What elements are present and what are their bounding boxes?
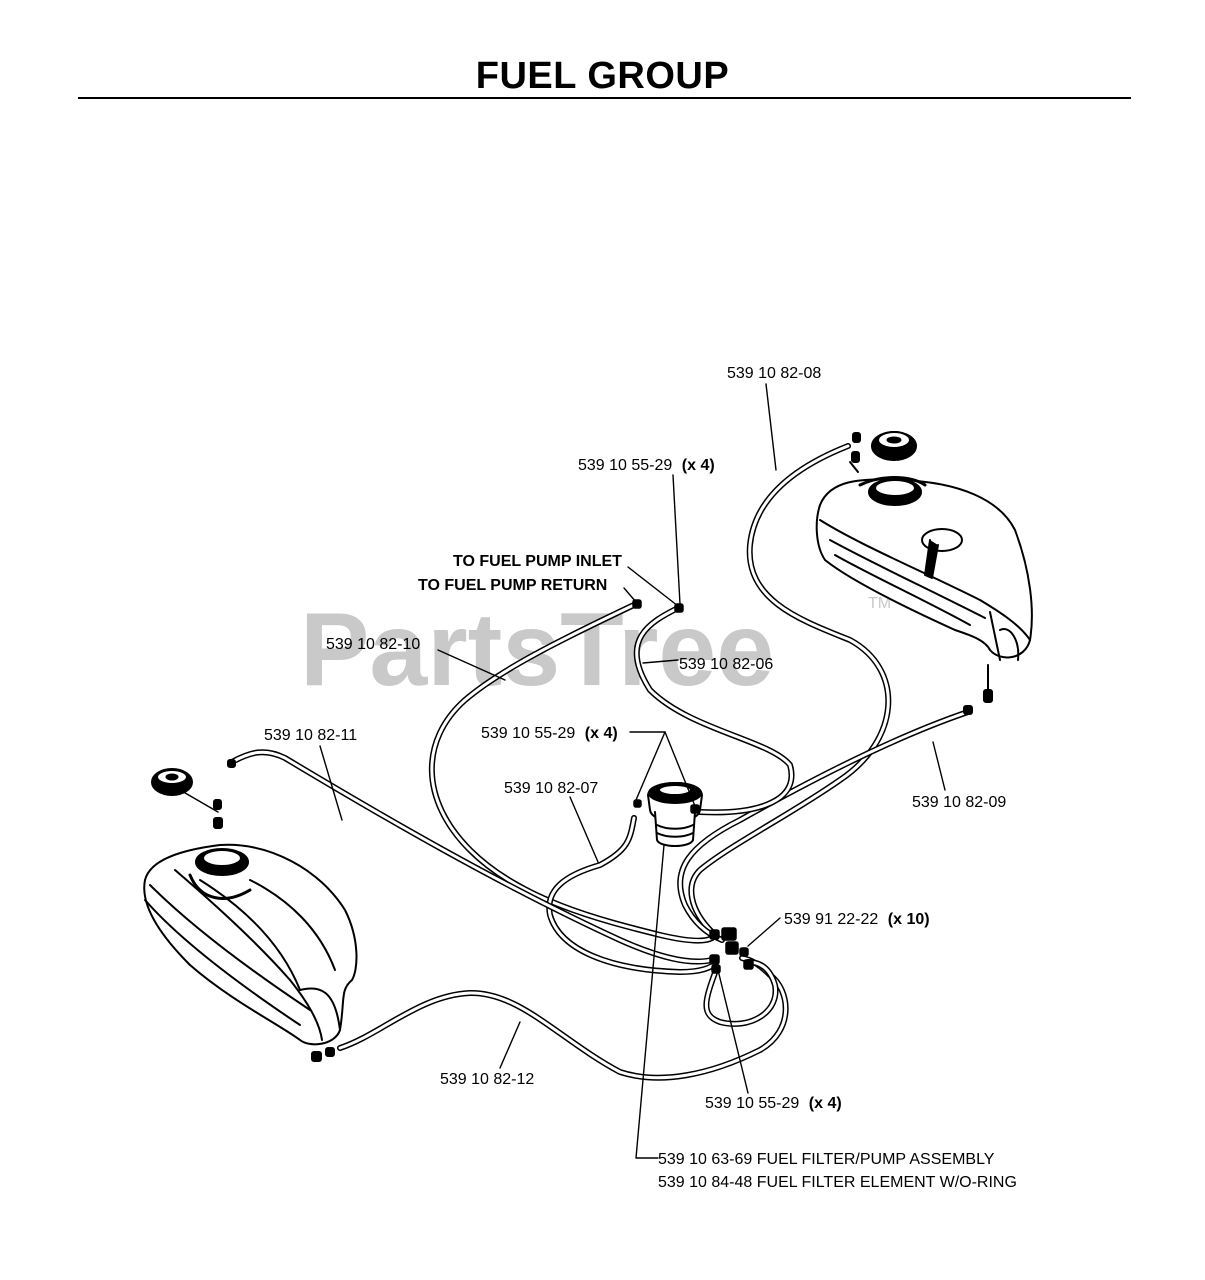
label-part-539-10-82-10: 539 10 82-10 [326, 636, 420, 653]
right-fuel-cap [871, 431, 917, 461]
label-part-539-10-82-08: 539 10 82-08 [727, 365, 821, 382]
label-to-fuel-pump-return: TO FUEL PUMP RETURN [418, 577, 607, 594]
fuel-line-06 [633, 605, 795, 816]
label-clamp-mid-qty: (x 4) [585, 725, 618, 742]
label-part-539-10-82-12: 539 10 82-12 [440, 1071, 534, 1088]
fuel-line-09 [677, 709, 971, 943]
page-title: FUEL GROUP [475, 55, 730, 97]
label-clamp-bottom: 539 10 55-29 (x 4) [705, 1095, 842, 1112]
label-part-539-10-82-07: 539 10 82-07 [504, 780, 598, 797]
label-clamp-mid-number: 539 10 55-29 [481, 725, 575, 742]
label-fuel-filter-element: 539 10 84-48 FUEL FILTER ELEMENT W/O-RIN… [658, 1174, 1017, 1191]
leader-lines [319, 383, 946, 1159]
tee-fittings-cluster [709, 927, 754, 974]
label-clamp-top: 539 10 55-29 (x 4) [578, 457, 715, 474]
fuel-line-10 [428, 601, 715, 944]
label-to-fuel-pump-inlet: TO FUEL PUMP INLET [453, 553, 622, 570]
label-clamp-bottom-number: 539 10 55-29 [705, 1095, 799, 1112]
left-fuel-cap [151, 768, 193, 796]
fuel-line-11 [229, 749, 715, 965]
watermark-trademark: TM [868, 595, 891, 612]
label-tee-number: 539 91 22-22 [784, 911, 878, 928]
label-clamp-mid: 539 10 55-29 (x 4) [481, 725, 618, 742]
label-part-539-10-82-11: 539 10 82-11 [264, 727, 357, 744]
label-part-539-10-82-09: 539 10 82-09 [912, 794, 1006, 811]
fuel-filter-pump [647, 782, 703, 847]
label-clamp-top-number: 539 10 55-29 [578, 457, 672, 474]
label-fuel-filter-pump-assembly: 539 10 63-69 FUEL FILTER/PUMP ASSEMBLY [658, 1151, 995, 1168]
pump-fittings [632, 599, 700, 814]
left-fuel-tank [143, 843, 358, 1046]
label-clamp-bottom-qty: (x 4) [809, 1095, 842, 1112]
label-clamp-top-qty: (x 4) [682, 457, 715, 474]
right-fuel-tank [815, 476, 1033, 661]
left-tank-fittings [179, 759, 335, 1062]
label-part-539-10-82-06: 539 10 82-06 [679, 656, 773, 673]
label-tee-fitting: 539 91 22-22 (x 10) [784, 911, 930, 928]
title-underline [78, 97, 1131, 99]
label-tee-qty: (x 10) [888, 911, 930, 928]
right-tank-fittings [849, 432, 993, 715]
fuel-line-return-loop [703, 959, 779, 1027]
fuel-line-07 [546, 815, 719, 975]
fuel-line-08 [688, 443, 892, 935]
